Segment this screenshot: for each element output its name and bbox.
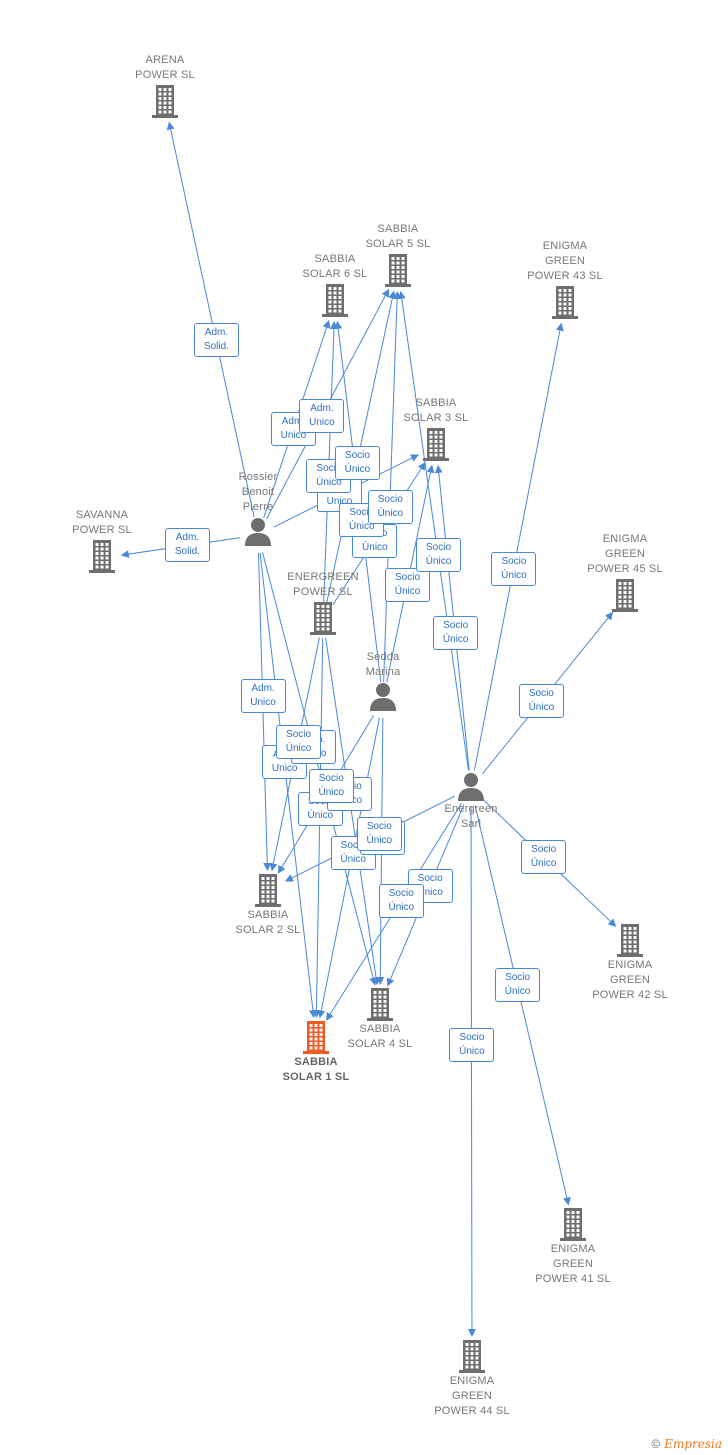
node-label: ENIGMA GREEN POWER 44 SL xyxy=(434,1375,510,1417)
node-label: SABBIA SOLAR 3 SL xyxy=(403,397,469,424)
node-label: ARENA POWER SL xyxy=(135,54,195,81)
node-label: Rossier Benoit Pierre xyxy=(238,471,278,513)
building-icon xyxy=(385,254,411,287)
node-label: SABBIA SOLAR 1 SL xyxy=(282,1056,350,1083)
edge-label-sedda-ss3[interactable]: Socio Único xyxy=(385,567,431,602)
edge-rossier-ss1 xyxy=(259,552,317,1019)
node-energreen_sarl[interactable]: Energreen Sarl xyxy=(396,770,546,832)
node-savanna[interactable]: SAVANNA POWER SL xyxy=(27,508,177,574)
node-ss6[interactable]: SABBIA SOLAR 6 SL xyxy=(260,252,410,318)
edge-label-rossier-ss5[interactable]: Adm. Unico xyxy=(299,398,345,433)
edge-energreen_power-ss1 xyxy=(312,637,324,1019)
copyright-symbol: © xyxy=(651,1437,661,1451)
node-label: Sedda Marina xyxy=(365,651,401,678)
building-icon xyxy=(552,286,578,319)
building-icon xyxy=(367,988,393,1021)
node-ss5[interactable]: SABBIA SOLAR 5 SL xyxy=(323,222,473,288)
building-icon xyxy=(560,1208,586,1241)
building-icon xyxy=(459,1340,485,1373)
edge-label-energreen_power-ss5[interactable]: Socio Único xyxy=(334,445,380,480)
building-icon xyxy=(255,874,281,907)
node-label: ENIGMA GREEN POWER 41 SL xyxy=(535,1243,611,1285)
edge-energreen_sarl-eg41 xyxy=(474,805,571,1206)
node-label: SABBIA SOLAR 2 SL xyxy=(235,909,301,936)
edge-energreen_sarl-eg44 xyxy=(467,805,476,1337)
building-icon xyxy=(612,579,638,612)
brand-logo[interactable]: Empresia xyxy=(664,1437,722,1451)
edge-label-energreen_sarl-eg42[interactable]: Socio Único xyxy=(521,840,567,875)
node-arena[interactable]: ARENA POWER SL xyxy=(90,53,240,119)
edge-label-energreen_sarl-ss3[interactable]: Socio Único xyxy=(433,616,479,651)
edge-label-energreen_sarl-eg45[interactable]: Socio Único xyxy=(518,684,564,719)
person-icon xyxy=(370,683,396,711)
node-rossier[interactable]: Rossier Benoit Pierre xyxy=(183,470,333,547)
node-eg43[interactable]: ENIGMA GREEN POWER 43 SL xyxy=(490,239,640,320)
edge-label-sedda-ss5[interactable]: Socio Único xyxy=(367,489,413,524)
node-sedda[interactable]: Sedda Marina xyxy=(308,650,458,712)
node-label: SABBIA SOLAR 4 SL xyxy=(347,1023,413,1050)
edge-label-energreen_sarl-eg41[interactable]: Socio Único xyxy=(495,968,541,1003)
node-label: Energreen Sarl xyxy=(444,803,498,830)
building-icon xyxy=(423,428,449,461)
footer: ©Empresia xyxy=(651,1437,722,1451)
node-eg45[interactable]: ENIGMA GREEN POWER 45 SL xyxy=(550,532,700,613)
node-label: ENIGMA GREEN POWER 42 SL xyxy=(592,959,668,1001)
edge-energreen_power-ss4 xyxy=(325,637,380,986)
building-icon xyxy=(322,284,348,317)
edge-label-rossier-arena[interactable]: Adm. Solid. xyxy=(193,322,239,357)
edge-label-sedda-ss2[interactable]: Socio Único xyxy=(308,769,354,804)
building-icon xyxy=(89,540,115,573)
building-icon xyxy=(310,602,336,635)
edge-label-energreen_sarl-ss5[interactable]: Socio Único xyxy=(416,537,462,572)
edge-label-energreen_sarl-eg44[interactable]: Socio Único xyxy=(449,1027,495,1062)
edge-rossier-arena xyxy=(166,121,255,518)
building-icon xyxy=(303,1021,329,1054)
edge-label-energreen_sarl-ss2[interactable]: Socio Único xyxy=(356,817,402,852)
node-ss1[interactable]: SABBIA SOLAR 1 SL xyxy=(241,1019,391,1085)
edge-label-energreen_sarl-eg43[interactable]: Socio Único xyxy=(491,552,537,587)
node-label: SABBIA SOLAR 5 SL xyxy=(365,223,431,250)
node-eg44[interactable]: ENIGMA GREEN POWER 44 SL xyxy=(397,1338,547,1419)
node-ss4[interactable]: SABBIA SOLAR 4 SL xyxy=(305,986,455,1052)
person-icon xyxy=(458,773,484,801)
edge-label-energreen_power-ss2[interactable]: Socio Único xyxy=(276,725,322,760)
node-energreen_power[interactable]: ENERGREEN POWER SL xyxy=(248,570,398,636)
node-label: ENIGMA GREEN POWER 43 SL xyxy=(527,240,603,282)
node-label: ENERGREEN POWER SL xyxy=(287,571,359,598)
edge-label-rossier-savanna[interactable]: Adm. Solid. xyxy=(164,528,210,563)
edge-label-energreen_sarl-ss1[interactable]: Socio Único xyxy=(378,883,424,918)
building-icon xyxy=(617,924,643,957)
edge-rossier-ss4 xyxy=(262,552,378,986)
node-eg41[interactable]: ENIGMA GREEN POWER 41 SL xyxy=(498,1206,648,1287)
node-label: ENIGMA GREEN POWER 45 SL xyxy=(587,533,663,575)
node-eg42[interactable]: ENIGMA GREEN POWER 42 SL xyxy=(555,922,705,1003)
node-label: SAVANNA POWER SL xyxy=(72,509,132,536)
node-label: SABBIA SOLAR 6 SL xyxy=(302,253,368,280)
edge-energreen_sarl-eg43 xyxy=(473,322,564,771)
edge-sedda-ss5 xyxy=(383,290,402,683)
building-icon xyxy=(152,85,178,118)
node-ss3[interactable]: SABBIA SOLAR 3 SL xyxy=(361,396,511,462)
edge-energreen_sarl-ss5 xyxy=(397,290,469,771)
edge-label-rossier-ss2[interactable]: Adm. Unico xyxy=(240,678,286,713)
person-icon xyxy=(245,518,271,546)
node-ss2[interactable]: SABBIA SOLAR 2 SL xyxy=(193,872,343,938)
